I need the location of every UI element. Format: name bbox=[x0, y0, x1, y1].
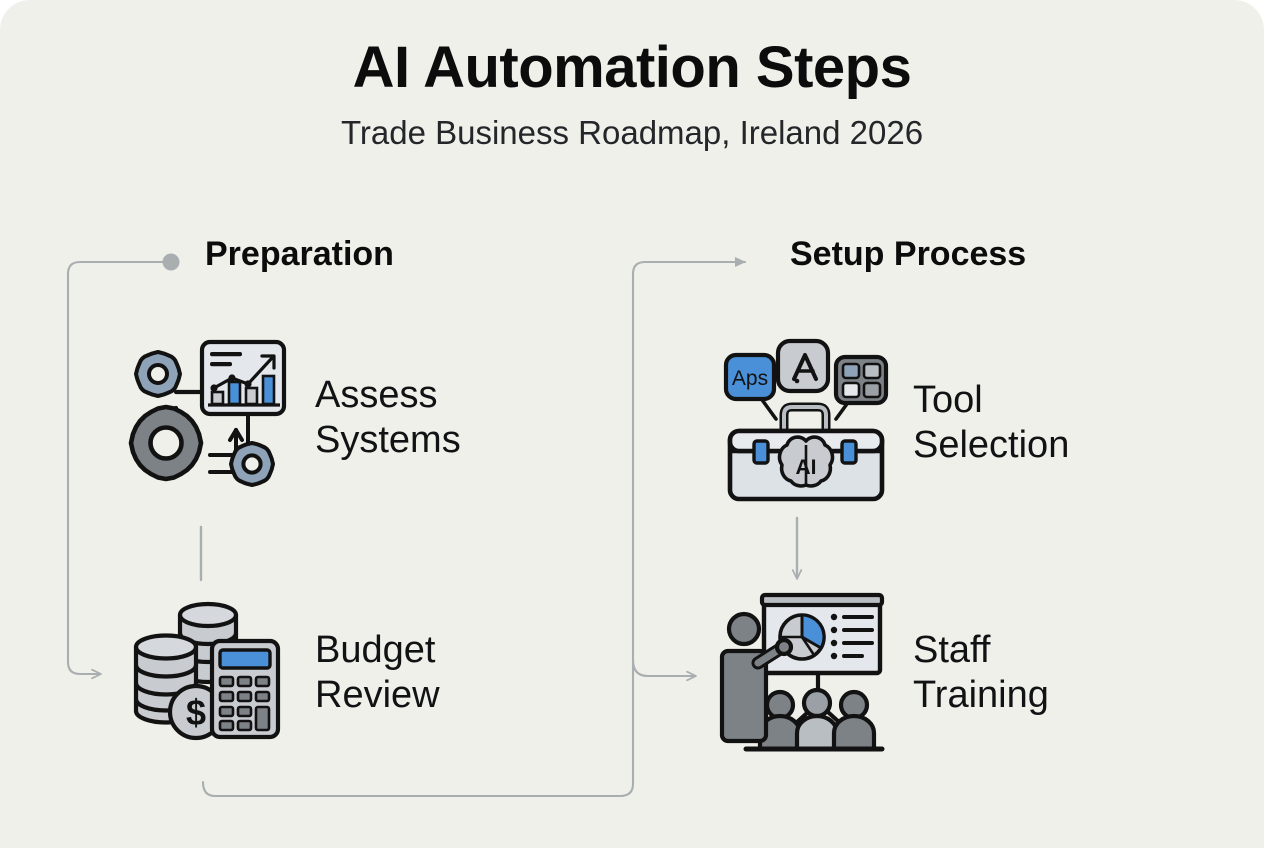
ai-brain-icon: AI bbox=[777, 435, 835, 488]
page-title: AI Automation Steps bbox=[352, 35, 912, 100]
connector-start-dot bbox=[162, 253, 180, 271]
step-label-assess-systems: Assess Systems bbox=[315, 373, 461, 461]
page-subtitle: Trade Business Roadmap, Ireland 2026 bbox=[340, 113, 924, 151]
step-assess-systems[interactable]: Assess Systems bbox=[120, 330, 461, 505]
presenter-icon bbox=[719, 611, 794, 744]
analytics-panel-icon bbox=[199, 339, 287, 417]
connector-setup-to-staff bbox=[631, 658, 697, 682]
column-title-preparation: Preparation bbox=[205, 235, 394, 273]
audience-icon bbox=[743, 687, 885, 752]
column-preparation: Preparation bbox=[205, 235, 635, 273]
step-budget-review[interactable]: $ Budg bbox=[120, 585, 440, 760]
step-label-staff-training: Staff Training bbox=[913, 628, 1049, 716]
whiteboard-icon bbox=[759, 592, 885, 676]
app-grid-tile-icon bbox=[833, 354, 889, 406]
gear-small-bottom-icon bbox=[229, 441, 275, 487]
apps-tile-icon: Aps bbox=[723, 352, 777, 402]
gear-small-top-icon bbox=[134, 350, 182, 398]
dollar-coin-icon: $ bbox=[167, 683, 225, 741]
column-setup-process: Setup Process bbox=[790, 235, 1230, 273]
step-tool-selection[interactable]: Aps bbox=[718, 335, 1069, 510]
gears-analytics-icon bbox=[128, 339, 287, 487]
step-label-budget-review: Budget Review bbox=[315, 628, 440, 716]
header: AI Automation Steps Trade Business Roadm… bbox=[0, 35, 1264, 151]
presentation-training-icon bbox=[719, 592, 885, 752]
ai-toolbox-icon: Aps bbox=[723, 338, 889, 502]
apps-tile-label: Aps bbox=[732, 367, 768, 390]
calculator-icon bbox=[209, 638, 281, 740]
step-label-tool-selection: Tool Selection bbox=[913, 378, 1070, 466]
ai-brain-label: AI bbox=[796, 456, 817, 479]
bullet-list-icon bbox=[830, 613, 874, 660]
app-store-tile-icon bbox=[775, 338, 831, 394]
step-staff-training[interactable]: Staff Training bbox=[718, 585, 1049, 760]
coins-calculator-icon: $ bbox=[133, 601, 281, 741]
column-title-setup-process: Setup Process bbox=[790, 235, 1027, 273]
pie-chart-icon bbox=[778, 613, 826, 661]
svg-text:$: $ bbox=[186, 692, 206, 733]
gear-large-icon bbox=[128, 404, 204, 482]
